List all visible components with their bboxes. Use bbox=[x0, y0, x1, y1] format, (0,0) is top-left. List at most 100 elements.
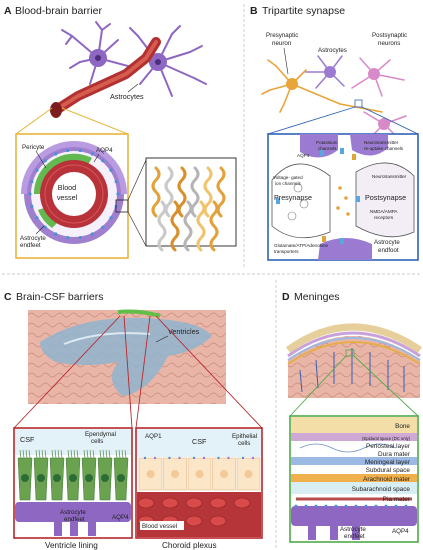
label-nt-reuptake-2: re-uptake channels bbox=[364, 146, 404, 151]
label-astrocytes-a: Astrocytes bbox=[110, 92, 144, 101]
cilium bbox=[102, 449, 105, 459]
cilium bbox=[28, 449, 31, 459]
cilium bbox=[105, 449, 108, 459]
label-astrocytes-b: Astrocytes bbox=[318, 47, 347, 54]
aqp1-dot bbox=[178, 456, 181, 460]
label-aqp4-d: AQP4 bbox=[392, 528, 409, 535]
aqp4-dot bbox=[43, 159, 47, 163]
epithelial-nucleus bbox=[171, 470, 179, 478]
panel-b: B Tripartite synapse Presynaptic n bbox=[250, 5, 419, 261]
protein-helix bbox=[157, 200, 167, 252]
aqp4-dot bbox=[43, 225, 47, 229]
label-nt-reuptake-1: Neurotransmitter bbox=[364, 140, 399, 145]
cilium bbox=[124, 449, 127, 459]
astrocyte-endfeet-c-illustration bbox=[15, 502, 131, 536]
label-endfoot-b-1: Astrocyte bbox=[374, 239, 400, 246]
vessel-cross-section-illustration bbox=[21, 141, 127, 244]
label-endfeet-a-2: endfeet bbox=[20, 242, 41, 249]
aqp4-dot bbox=[109, 168, 113, 172]
aqp4-dot bbox=[324, 504, 328, 508]
aqp1-dot bbox=[251, 456, 255, 460]
aqp4-dot bbox=[78, 148, 82, 153]
cilium bbox=[51, 449, 54, 459]
aqp4-dot bbox=[35, 168, 39, 172]
cilium bbox=[99, 449, 102, 459]
red-blood-cell bbox=[137, 497, 155, 509]
label-postsynaptic-2: neurons bbox=[378, 40, 400, 47]
panel-d-letter: D bbox=[282, 291, 290, 303]
epithelial-nucleus bbox=[244, 470, 253, 478]
aqp1-dot bbox=[168, 456, 171, 460]
aqp4-dot bbox=[344, 504, 348, 508]
cilium bbox=[19, 449, 22, 459]
label-aqp4-b: AQP4 bbox=[297, 153, 310, 158]
layer-epidural-space: (Epidural space (DC only) bbox=[362, 436, 411, 441]
label-postsynapse: Postsynapse bbox=[365, 193, 406, 202]
meninges-layers-illustration bbox=[291, 417, 417, 540]
panel-a: A Blood-brain barrier Astrocytes bbox=[4, 5, 237, 259]
caption-choroid-plexus: Choroid plexus bbox=[162, 541, 217, 550]
aqp4-dot bbox=[294, 504, 298, 508]
label-endfeet-d-1: Astrocyte bbox=[340, 526, 366, 533]
cilium bbox=[89, 449, 92, 459]
cilium bbox=[60, 449, 63, 459]
aqp4-dot bbox=[28, 192, 32, 196]
astrocyte-cells-illustration bbox=[61, 21, 207, 97]
label-endfeet-d-2: endfeet bbox=[344, 533, 365, 540]
layer-subarachnoid-space: Subarachnoid space bbox=[352, 486, 411, 493]
protein-helix bbox=[151, 166, 161, 218]
panel-d: D Meninges bbox=[282, 291, 422, 543]
aqp4-dot bbox=[109, 216, 113, 220]
aqp4-dot bbox=[30, 180, 34, 184]
panel-c: C Brain-CSF barriers Ventricles CSF Epen… bbox=[4, 291, 263, 550]
protein-helix bbox=[209, 200, 219, 252]
synapse-zoom-illustration bbox=[271, 134, 415, 260]
label-receptors-2: receptors bbox=[374, 215, 394, 220]
ependymal-cells-illustration bbox=[17, 449, 129, 501]
aqp4-dot bbox=[314, 504, 318, 508]
epithelial-nucleus bbox=[146, 470, 155, 478]
aqp4-dot bbox=[101, 225, 105, 229]
label-transporters-2: transporters bbox=[274, 249, 299, 254]
epithelial-cells-illustration bbox=[138, 456, 261, 491]
aqp4-channel-markers bbox=[28, 148, 120, 240]
aqp4-dot bbox=[384, 504, 388, 508]
label-pericyte: Pericyte bbox=[22, 144, 45, 151]
aqp4-dot bbox=[374, 504, 378, 508]
panel-b-title: Tripartite synapse bbox=[262, 5, 345, 17]
epithelial-nucleus bbox=[220, 470, 228, 478]
aqp1-dot bbox=[192, 456, 196, 460]
red-blood-cell bbox=[185, 515, 203, 527]
protein-helix bbox=[196, 200, 206, 252]
aqp4-dot bbox=[394, 504, 398, 508]
label-blood-vessel: Blood vessel bbox=[142, 523, 177, 530]
label-potassium-1: Potassium bbox=[316, 140, 338, 145]
cilium bbox=[115, 449, 118, 459]
red-blood-cell bbox=[209, 515, 227, 527]
protein-helix bbox=[183, 200, 193, 252]
label-ventricles: Ventricles bbox=[168, 327, 200, 336]
layer-arachnoid-mater: Arachnoid mater bbox=[363, 476, 411, 483]
meninges-arc-illustration bbox=[285, 323, 422, 398]
aqp4-dot bbox=[90, 232, 94, 236]
cilium bbox=[67, 449, 70, 459]
aqp4-dot bbox=[30, 204, 34, 208]
aqp4-dot bbox=[101, 159, 105, 163]
ependymal-nucleus bbox=[85, 474, 93, 482]
cilium bbox=[25, 449, 28, 459]
cilium bbox=[22, 449, 25, 459]
cilium bbox=[118, 449, 121, 459]
red-blood-cell bbox=[233, 497, 251, 509]
label-postsynaptic-1: Postsynaptic bbox=[372, 32, 407, 39]
aqp4-dot bbox=[54, 232, 58, 236]
label-presynaptic-1: Presynaptic bbox=[266, 32, 298, 39]
aqp4-channel-markers-d bbox=[294, 504, 408, 508]
aqp1-dot bbox=[143, 456, 147, 460]
cilium bbox=[108, 449, 111, 459]
panel-a-letter: A bbox=[4, 5, 12, 17]
cilium bbox=[54, 449, 57, 459]
cilium bbox=[70, 449, 73, 459]
aqp1-dot bbox=[153, 456, 157, 460]
cilium bbox=[38, 449, 41, 459]
label-csf-left: CSF bbox=[20, 435, 35, 444]
